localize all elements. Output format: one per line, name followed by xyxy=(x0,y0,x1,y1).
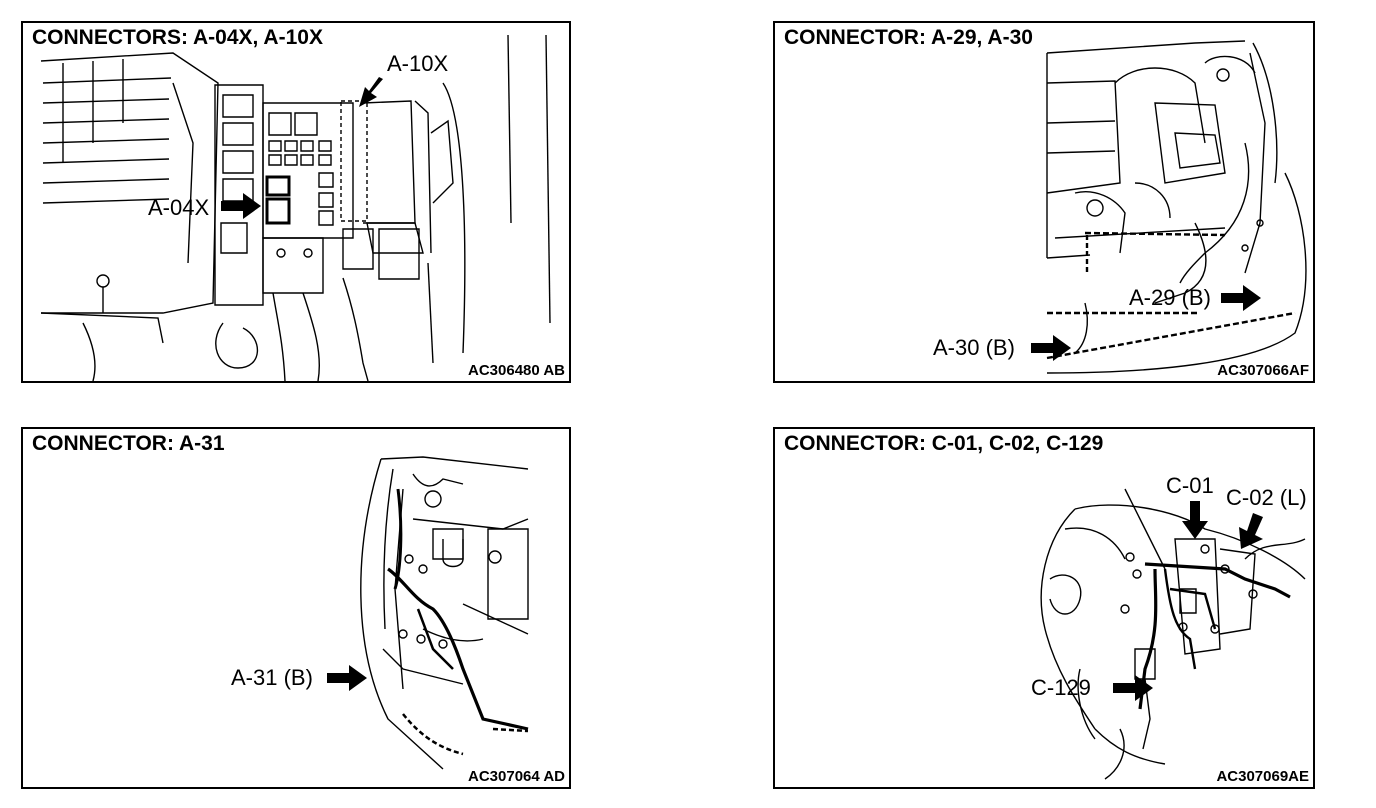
diagram-panel-a29-a30: CONNECTOR: A-29, A-30 A-29 (B) A-30 (B) … xyxy=(773,21,1315,383)
panel-title: CONNECTOR: C-01, C-02, C-129 xyxy=(784,432,1104,455)
figure-code: AC307064 AD xyxy=(468,768,565,785)
arrow-right-icon xyxy=(221,193,261,219)
callout-label-a04x: A-04X xyxy=(148,195,210,220)
arrow-down-icon xyxy=(359,77,383,107)
diagram-panel-a31: CONNECTOR: A-31 A-31 (B) AC307064 AD xyxy=(21,427,571,789)
callout-label-a29: A-29 (B) xyxy=(1129,285,1211,310)
diagram-panel-a04x-a10x: CONNECTORS: A-04X, A-10X A-10X A-04X AC3… xyxy=(21,21,571,383)
arrow-down-icon xyxy=(1182,501,1208,539)
engine-bay-drawing xyxy=(23,429,569,787)
figure-code: AC307066AF xyxy=(1217,362,1309,379)
callout-label-c02: C-02 (L) xyxy=(1226,485,1307,510)
instrument-panel-drawing xyxy=(775,429,1313,787)
callout-label-a31: A-31 (B) xyxy=(231,665,313,690)
arrow-down-icon xyxy=(1239,513,1263,549)
diagram-panel-c01-c02-c129: CONNECTOR: C-01, C-02, C-129 C-01 C-02 (… xyxy=(773,427,1315,789)
callout-label-a10x: A-10X xyxy=(387,51,449,76)
arrow-right-icon xyxy=(1031,335,1071,361)
arrow-right-icon xyxy=(1221,285,1261,311)
panel-title: CONNECTORS: A-04X, A-10X xyxy=(32,26,323,49)
panel-title: CONNECTOR: A-31 xyxy=(32,432,225,455)
callout-label-c129: C-129 xyxy=(1031,675,1091,700)
callout-label-a30: A-30 (B) xyxy=(933,335,1015,360)
arrow-right-icon xyxy=(327,665,367,691)
callout-label-c01: C-01 xyxy=(1166,473,1214,498)
figure-code: AC306480 AB xyxy=(468,362,565,379)
arrow-right-icon xyxy=(1113,675,1153,701)
panel-title: CONNECTOR: A-29, A-30 xyxy=(784,26,1033,49)
figure-code: AC307069AE xyxy=(1216,768,1309,785)
front-bumper-drawing xyxy=(775,23,1313,381)
fuse-box-drawing xyxy=(23,23,569,381)
